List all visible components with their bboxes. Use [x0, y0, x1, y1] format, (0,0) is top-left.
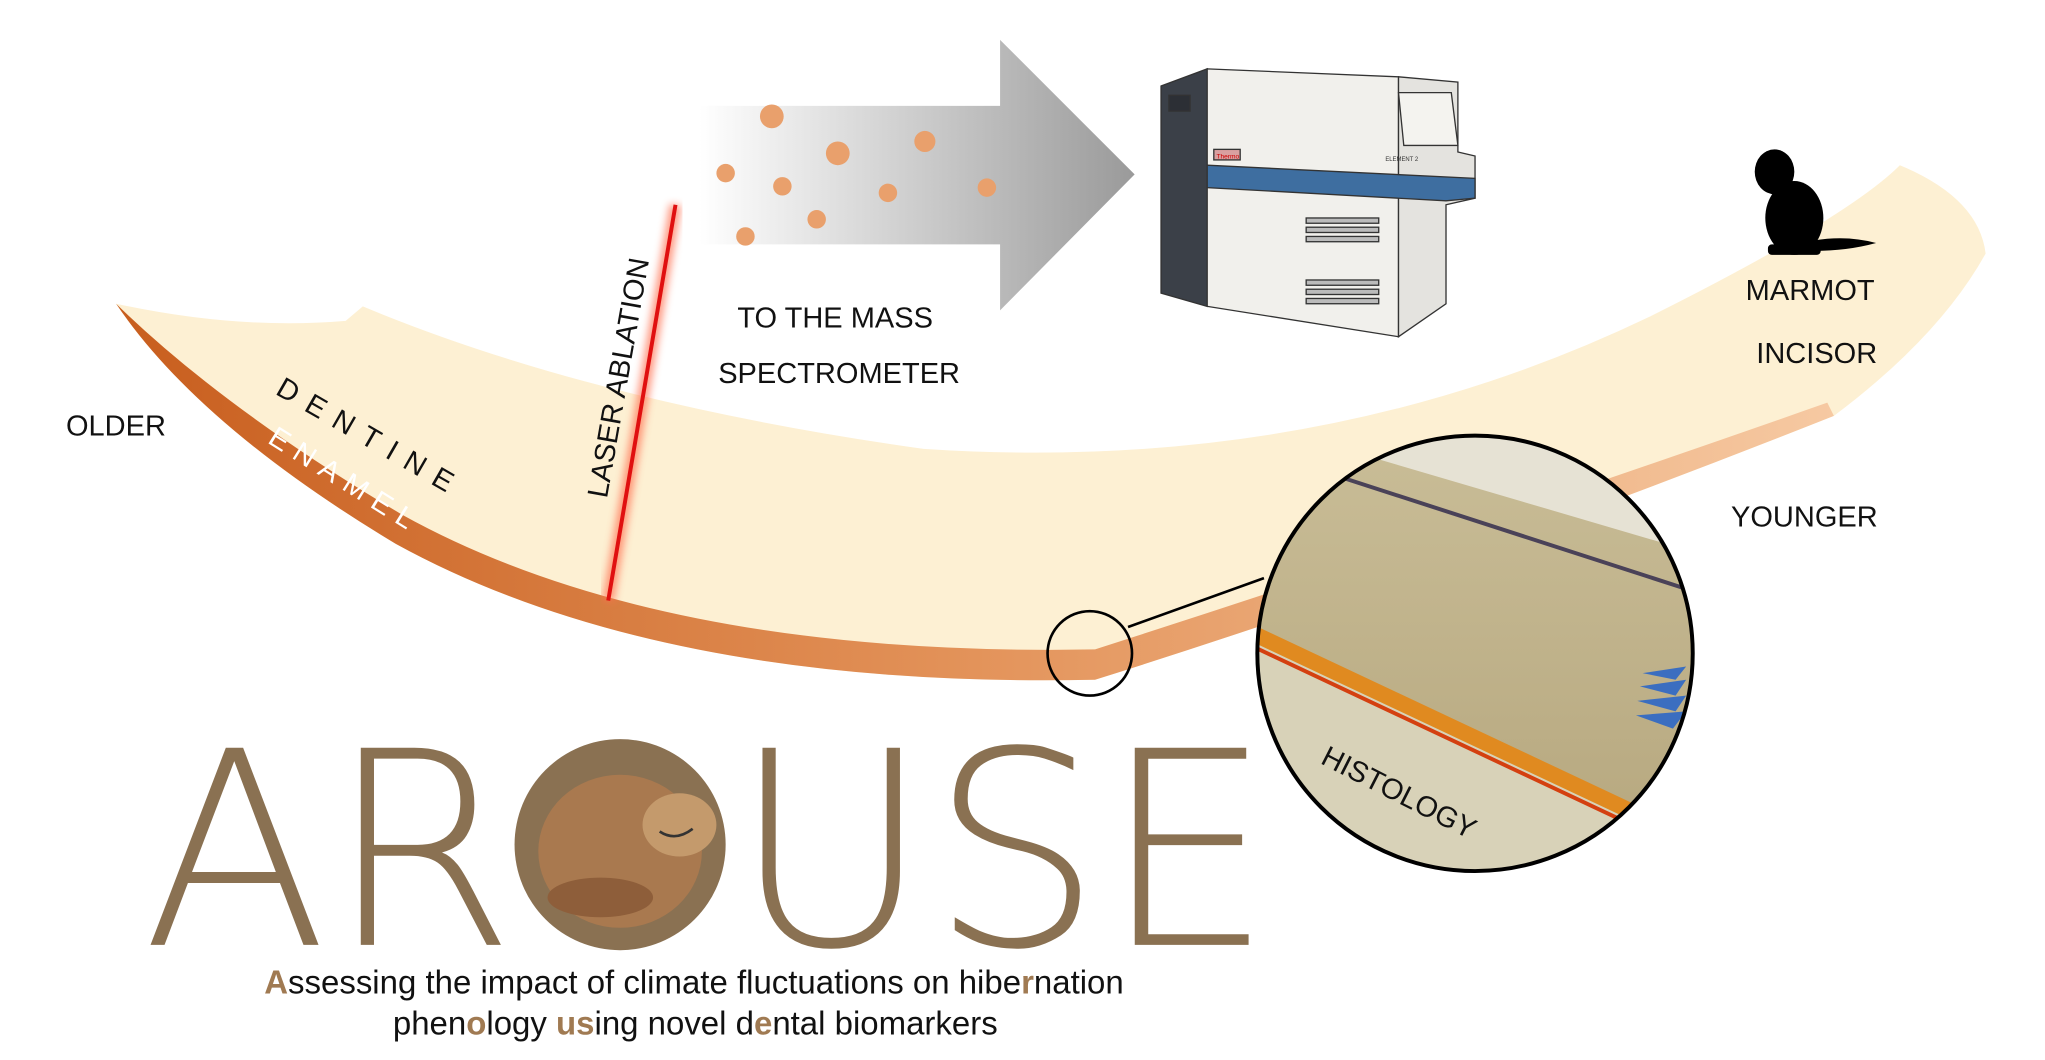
acronym-letter: o — [466, 1005, 486, 1042]
brand-label: Thermo — [1216, 154, 1239, 161]
subtitle-text: ntal biomarkers — [772, 1005, 997, 1042]
zoom-source-circle — [1046, 609, 1134, 697]
younger-label: YOUNGER — [1731, 502, 1878, 534]
subtitle-text: phen — [393, 1005, 466, 1042]
to-mass-label-2: SPECTROMETER — [718, 358, 960, 390]
incisor-label: INCISOR — [1756, 338, 1877, 370]
acronym-letter: A — [264, 964, 288, 1001]
marmot-label: MARMOT — [1746, 275, 1875, 307]
zoom-connector-line — [1127, 576, 1265, 629]
older-label: OLDER — [66, 411, 166, 443]
acronym-letter: e — [754, 1005, 772, 1042]
logo-text-right: USE — [732, 694, 1273, 1009]
ablated-particles — [716, 104, 997, 246]
arrow-to-spectrometer — [699, 39, 1135, 311]
dentine-shape — [116, 165, 1986, 681]
laser-beam — [602, 203, 682, 602]
mass-spectrometer-illustration: Thermo ELEMENT 2 — [1160, 67, 1476, 338]
acronym-letter: r — [1021, 964, 1034, 1001]
to-mass-label-1: TO THE MASS — [737, 302, 933, 334]
subtitle-text: ssessing the impact of climate fluctuati… — [288, 964, 1021, 1001]
subtitle-text: logy — [486, 1005, 556, 1042]
curled-marmot-logo-icon — [514, 739, 726, 951]
subtitle-text: nation — [1034, 964, 1124, 1001]
enamel-layer — [116, 303, 1834, 681]
marmot-silhouette-icon — [1754, 149, 1877, 255]
histology-circle — [1255, 433, 1695, 874]
model-label: ELEMENT 2 — [1385, 157, 1418, 163]
subtitle-line-2: phenology using novel dental biomarkers — [393, 1005, 998, 1042]
subtitle-line-1: Assessing the impact of climate fluctuat… — [264, 964, 1124, 1001]
arouse-logo: AR USE — [142, 694, 1272, 1009]
logo-text-left: AR — [142, 694, 515, 1009]
subtitle-text: ing novel d — [595, 1005, 754, 1042]
acronym-letter: us — [556, 1005, 594, 1042]
incisor-illustration — [116, 165, 1986, 681]
